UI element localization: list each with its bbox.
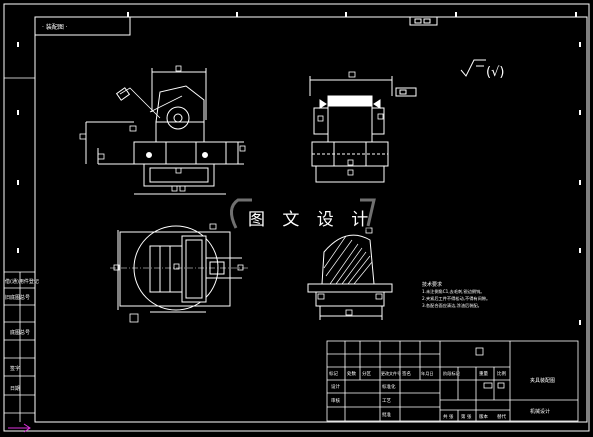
outer-frame	[3, 3, 590, 432]
surface-finish-symbol	[460, 59, 486, 77]
tb-version: 版本	[479, 413, 488, 420]
tb-company: 机械设计	[530, 408, 550, 415]
tech-req-heading: 技术要求	[422, 281, 442, 288]
tb-sheet-no: 第 张	[461, 413, 472, 420]
section-view	[307, 234, 393, 320]
tb-scale-label: 比例	[497, 370, 506, 377]
plan-view	[110, 225, 248, 313]
left-label-1: 旧底图总号	[5, 294, 30, 301]
surface-finish-note: (√)	[486, 65, 504, 80]
tb-sheet-total: 共 张	[443, 413, 454, 420]
tb-stage-label: 阶段标记	[443, 370, 461, 377]
left-label-4: 日期	[10, 386, 20, 392]
tb-label: 工艺	[382, 398, 391, 404]
tb-label: 更改文件号	[381, 370, 401, 376]
zone-marks	[17, 12, 581, 325]
tb-weight-label: 重量	[479, 370, 488, 377]
tb-label: 分区	[362, 370, 371, 377]
tech-req-line: 3.各配合面应清洁,涂油后装配。	[422, 302, 482, 309]
tb-label: 标准化	[382, 383, 396, 390]
tech-req-line: 2.夹紧后工件不得松动,不得有间隙。	[422, 295, 490, 302]
title-block	[326, 340, 579, 422]
tb-label: 设计	[331, 383, 340, 390]
left-label-0: 借(通)用件登记	[5, 278, 39, 285]
watermark-logo	[230, 198, 376, 230]
watermark-text: 图 文 设 计	[248, 210, 374, 230]
tb-label: 签名	[402, 370, 411, 377]
tb-label: 标记	[329, 370, 338, 377]
cursor-arrow-icon	[8, 423, 31, 433]
tb-drawing-title: 夹具装配图	[530, 377, 555, 384]
front-view-tags	[79, 65, 246, 192]
tb-label: 处数	[347, 370, 356, 377]
tb-label: 年月日	[421, 370, 434, 377]
left-label-2: 底图总号	[10, 329, 30, 336]
section-view-tags	[317, 227, 383, 316]
side-view	[309, 76, 417, 183]
plan-view-tags	[113, 223, 244, 323]
left-label-3: 签字	[10, 365, 20, 372]
tb-label: 审核	[331, 397, 340, 404]
tb-label: 批准	[382, 411, 391, 418]
tb-replace: 替代	[497, 413, 506, 420]
left-strip	[4, 77, 35, 422]
side-view-tags	[317, 71, 384, 176]
frame-title-box-text: · 装配图 ·	[42, 23, 68, 31]
frame-tag	[409, 16, 438, 26]
tech-req-line: 1.未注倒角C1,去毛刺,锐边倒钝。	[422, 288, 485, 295]
